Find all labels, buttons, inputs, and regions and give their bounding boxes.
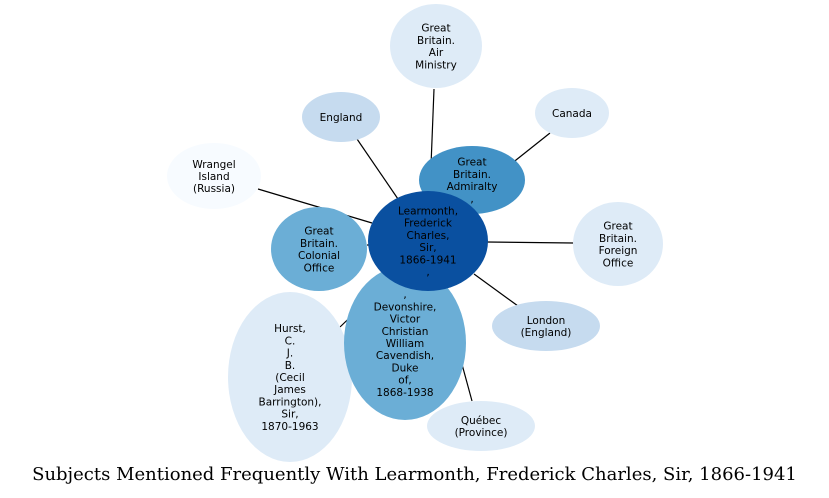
- node-london-ellipse: [492, 301, 600, 351]
- node-label-line: Wrangel: [192, 159, 235, 171]
- node-canada-label: Canada: [552, 108, 592, 120]
- node-label-line: Christian: [382, 326, 429, 338]
- node-label-line: Britain.: [453, 169, 491, 181]
- node-canada[interactable]: Canada: [535, 88, 609, 138]
- node-label-line: (England): [521, 327, 572, 339]
- node-label-line: ,: [403, 289, 406, 301]
- node-label-line: Victor: [390, 314, 421, 326]
- node-canada-ellipse: [535, 88, 609, 138]
- node-label-line: Great: [457, 157, 486, 169]
- node-label-line: (Cecil: [275, 372, 305, 384]
- node-label-line: Britain.: [599, 233, 637, 245]
- edge-0: [257, 188, 373, 224]
- node-label-line: (Russia): [193, 183, 235, 195]
- node-label-line: Britain.: [300, 238, 338, 250]
- node-label-line: Great: [304, 226, 333, 238]
- node-label-line: Hurst,: [274, 323, 306, 335]
- node-label-line: Britain.: [417, 35, 455, 47]
- node-label-line: Air: [429, 47, 444, 59]
- node-hurst-ellipse: [228, 292, 352, 462]
- edge-1: [356, 138, 399, 200]
- node-label-line: William: [386, 338, 424, 350]
- node-label-line: 1868-1938: [376, 387, 433, 399]
- node-label-line: Duke: [392, 362, 419, 374]
- node-label-line: Island: [198, 171, 229, 183]
- node-england[interactable]: England: [302, 92, 380, 142]
- node-label-line: James: [273, 384, 306, 396]
- node-label-line: Office: [304, 262, 335, 274]
- node-label-line: 1870-1963: [261, 421, 318, 433]
- node-label-line: Learmonth,: [398, 206, 458, 218]
- node-label-line: 1866-1941: [399, 254, 456, 266]
- node-label-line: B.: [285, 360, 296, 372]
- node-wrangel-ellipse: [167, 143, 261, 209]
- node-air-ministry-ellipse: [390, 4, 482, 88]
- node-foreign-office-ellipse: [573, 202, 663, 286]
- node-label-line: Colonial: [298, 250, 340, 262]
- node-label-line: Great: [603, 221, 632, 233]
- node-learmonth-ellipse: [368, 191, 488, 291]
- node-label-line: Ministry: [415, 59, 457, 71]
- node-england-label: England: [320, 112, 363, 124]
- node-london-label: London(England): [521, 315, 572, 339]
- edge-5: [473, 273, 519, 307]
- node-label-line: Charles,: [407, 230, 450, 242]
- node-london[interactable]: London(England): [492, 301, 600, 351]
- node-label-line: C.: [285, 335, 296, 347]
- node-label-line: Barrington),: [259, 396, 322, 408]
- node-quebec-ellipse: [427, 401, 535, 451]
- node-label-line: Devonshire,: [374, 301, 437, 313]
- node-label-line: Sir,: [419, 242, 436, 254]
- edge-4: [486, 241, 574, 244]
- node-label-line: ,: [426, 267, 429, 279]
- node-label-line: J.: [286, 348, 293, 360]
- node-label-line: Admiralty: [447, 181, 498, 193]
- node-label-line: Cavendish,: [376, 350, 434, 362]
- node-label-line: ,: [470, 193, 473, 205]
- node-label-line: Frederick: [404, 218, 453, 230]
- node-england-ellipse: [302, 92, 380, 142]
- node-devonshire-ellipse: [344, 266, 466, 420]
- node-quebec-label: Québec(Province): [455, 415, 508, 439]
- node-label-line: (Province): [455, 427, 508, 439]
- node-label-line: Québec: [461, 415, 502, 427]
- diagram-caption: Subjects Mentioned Frequently With Learm…: [32, 464, 797, 485]
- node-quebec[interactable]: Québec(Province): [427, 401, 535, 451]
- edge-3: [510, 132, 551, 165]
- node-label-line: Office: [603, 257, 634, 269]
- node-label-line: Foreign: [599, 245, 638, 257]
- node-label-line: Canada: [552, 108, 592, 120]
- node-label-line: Great: [421, 23, 450, 35]
- node-label-line: London: [527, 315, 566, 327]
- node-label-line: Sir,: [281, 409, 298, 421]
- node-label-line: of,: [398, 375, 411, 387]
- node-label-line: England: [320, 112, 363, 124]
- node-colonial-office-ellipse: [271, 207, 367, 291]
